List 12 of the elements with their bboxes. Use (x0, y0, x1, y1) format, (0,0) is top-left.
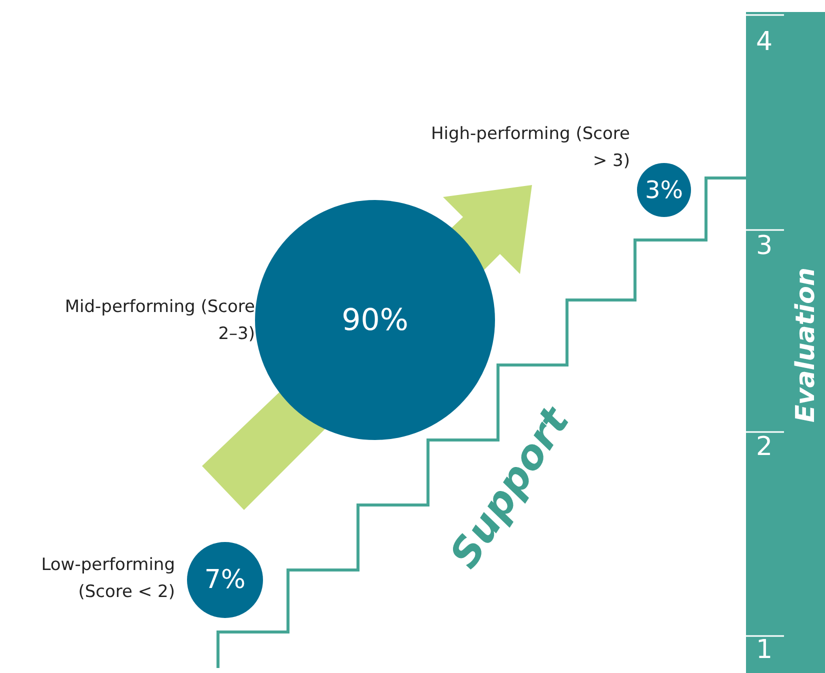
percentage-value: 7% (204, 565, 246, 595)
axis-title: Evaluation (791, 268, 821, 422)
percentage-value: 90% (342, 302, 408, 338)
percentage-value: 3% (644, 176, 684, 204)
scale-number: 4 (756, 27, 773, 57)
scale-number: 3 (756, 231, 773, 261)
category-label: High-performing (Score > 3) (430, 123, 630, 173)
category-label: Low-performing (Score < 2) (40, 554, 175, 604)
percentage-circle (637, 163, 691, 217)
category-label: Mid-performing (Score 2–3) (64, 296, 255, 346)
scale-number: 2 (756, 432, 773, 462)
scale-number: 1 (756, 635, 773, 665)
